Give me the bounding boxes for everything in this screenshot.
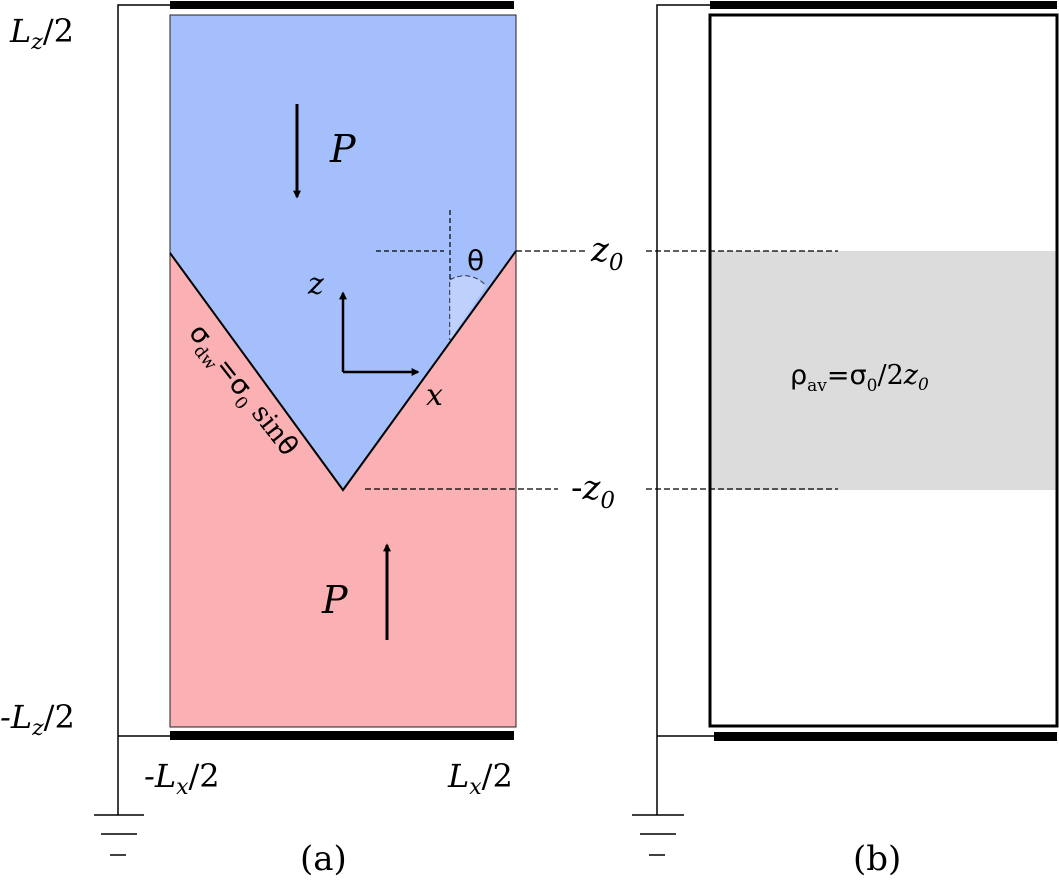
bottom-bound-label: -Lz/2 bbox=[0, 698, 75, 741]
x-axis-label: x bbox=[426, 378, 443, 413]
z-axis-label: z bbox=[307, 267, 324, 302]
top-electrode bbox=[170, 1, 514, 9]
bottom-electrode bbox=[170, 731, 514, 740]
bottom-electrode-b bbox=[714, 732, 1057, 741]
average-charge-label: ρav=σ0/2z0 bbox=[790, 360, 929, 396]
charge-band bbox=[710, 251, 1057, 490]
top-electrode-b bbox=[710, 1, 1057, 9]
panel-b-label: (b) bbox=[853, 839, 901, 879]
panel-b: ρav=σ0/2z0 (b) bbox=[632, 1, 1059, 879]
z0-bottom-label: -z0 bbox=[571, 468, 615, 514]
ground-circuit bbox=[94, 4, 170, 856]
polarization-label-bottom: P bbox=[321, 578, 349, 622]
z0-top-label: z0 bbox=[590, 230, 624, 276]
top-bound-label: Lz/2 bbox=[9, 12, 74, 55]
panel-a: Lz/2 -Lz/2 -Lx/2 Lx/2 P P z x θ σdw=σ0 s… bbox=[0, 1, 624, 879]
ground-circuit-b bbox=[632, 4, 714, 856]
left-bound-label: -Lx/2 bbox=[144, 757, 220, 800]
domain-wall bbox=[169, 250, 517, 492]
capacitor-box bbox=[708, 13, 1059, 728]
polarization-label-top: P bbox=[329, 127, 357, 171]
right-bound-label: Lx/2 bbox=[447, 757, 513, 800]
panel-a-label: (a) bbox=[300, 839, 347, 879]
angle-wedge bbox=[450, 275, 486, 340]
angle-label: θ bbox=[467, 244, 484, 277]
